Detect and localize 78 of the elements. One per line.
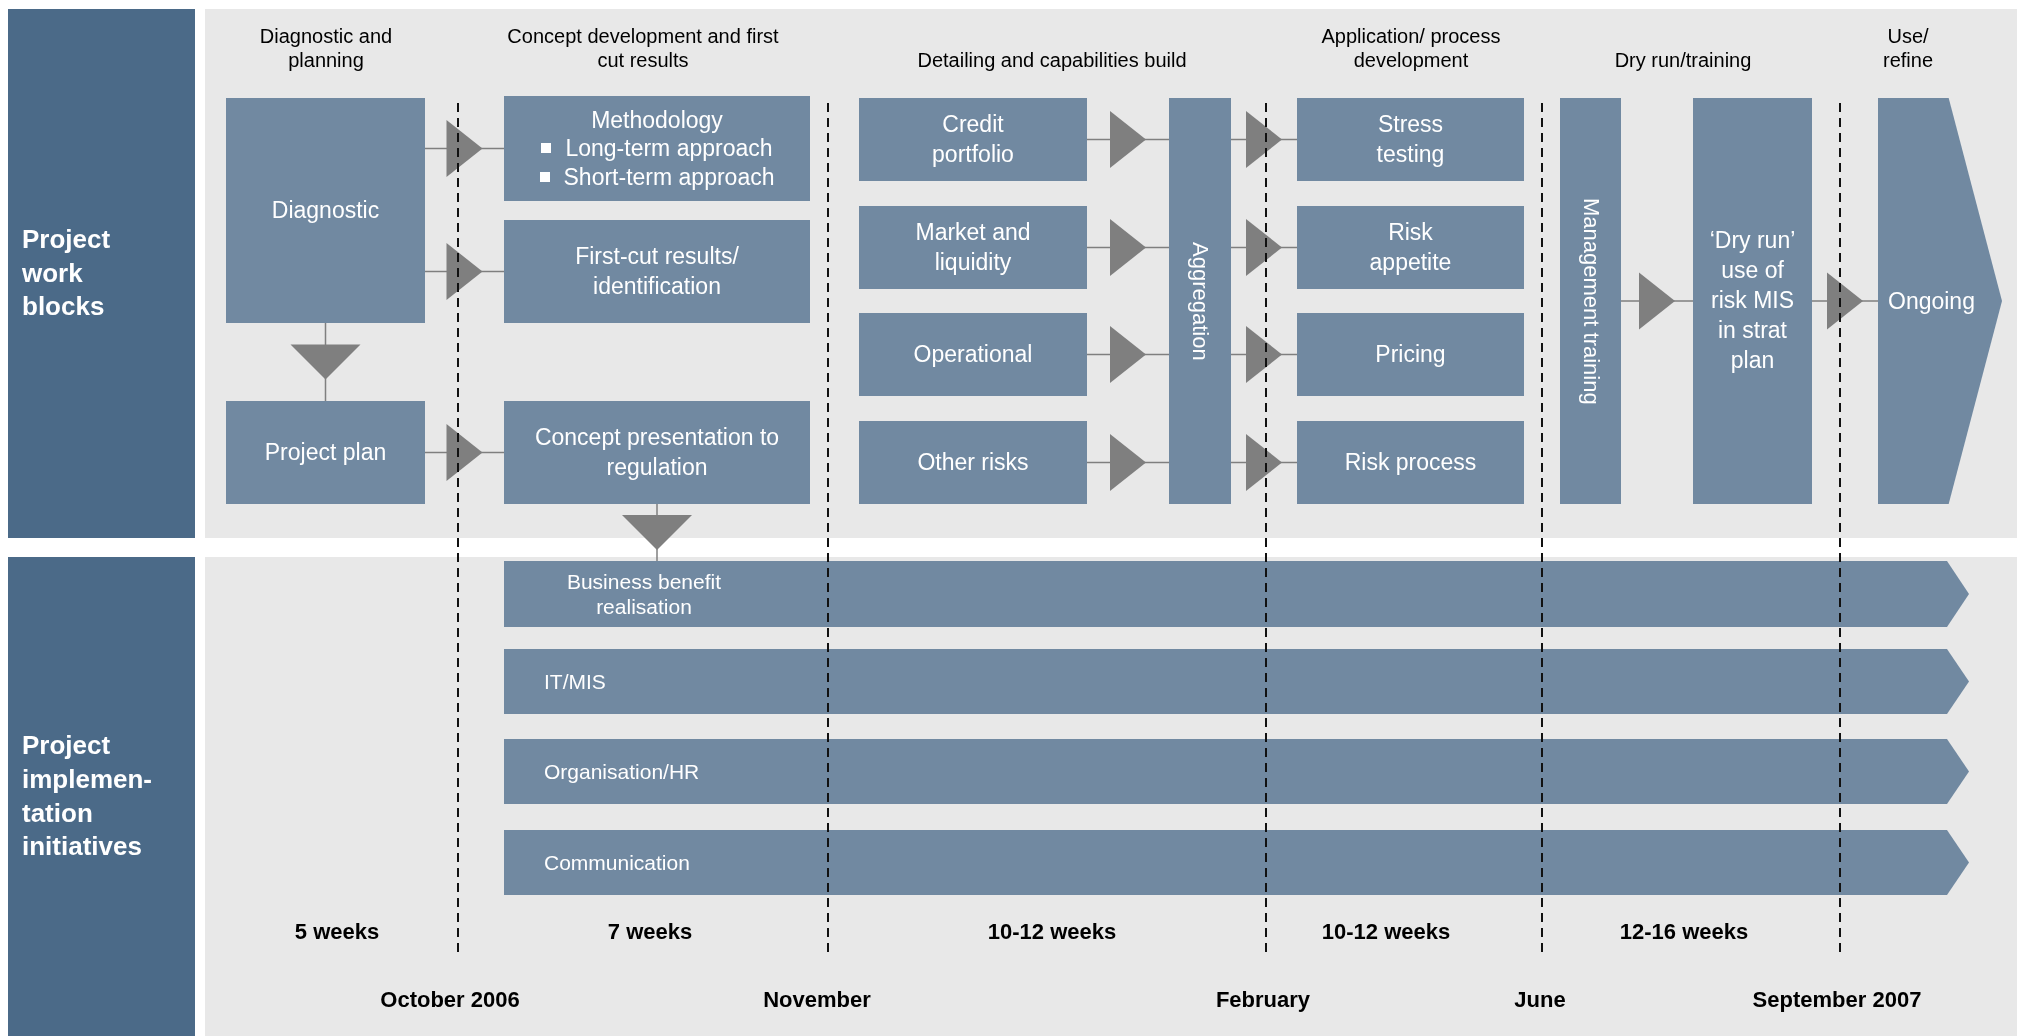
box-label: ‘Dry run’ use of risk MIS in strat plan	[1708, 226, 1797, 375]
process-box	[859, 421, 1087, 504]
arrow	[1230, 111, 1298, 168]
process-box	[1169, 98, 1231, 504]
row-header-label: Project implemen-tation initiatives	[22, 728, 154, 864]
duration-label: 7 weeks	[607, 918, 693, 946]
process-box	[1297, 206, 1524, 289]
phase-heading: Detailing and capabilities build	[917, 48, 1187, 72]
box-label: Pricing	[1375, 339, 1446, 369]
phase-heading: Dry run/training	[1614, 48, 1752, 72]
initiative-arrow-band	[504, 739, 1969, 804]
arrow	[424, 424, 505, 481]
arrow	[1086, 219, 1170, 276]
box-label: Stress testing	[1375, 109, 1446, 169]
box-label: Risk appetite	[1368, 217, 1453, 277]
process-box	[1560, 98, 1621, 504]
initiative-arrow-band	[504, 830, 1969, 895]
box-label: Risk process	[1344, 447, 1477, 477]
phase-heading: Diagnostic and planning	[258, 24, 394, 72]
band-label: Communication	[544, 849, 690, 876]
duration-label: 12-16 weeks	[1619, 918, 1749, 946]
process-box	[859, 98, 1087, 181]
arrow	[622, 503, 692, 562]
month-label: November	[763, 986, 871, 1014]
row-header-band	[8, 9, 195, 538]
process-box	[226, 401, 425, 504]
process-box	[504, 220, 810, 323]
phase-heading: Use/ refine	[1882, 24, 1934, 72]
arrow	[1230, 219, 1298, 276]
process-box	[859, 206, 1087, 289]
band-label: IT/MIS	[544, 668, 606, 695]
box-label: Concept presentation to regulation	[533, 422, 781, 482]
box-label: Other risks	[917, 447, 1029, 477]
process-box	[1297, 421, 1524, 504]
arrow	[290, 322, 361, 402]
arrow	[1811, 272, 1879, 330]
box-label: Operational	[913, 339, 1033, 369]
arrow	[1086, 111, 1170, 168]
month-label: September 2007	[1752, 986, 1922, 1014]
arrow	[1230, 326, 1298, 383]
box-label: First-cut results/ identification	[574, 241, 740, 301]
process-box	[504, 401, 810, 504]
box-label: Ongoing	[1888, 286, 1975, 316]
duration-label: 10-12 weeks	[1321, 918, 1451, 946]
process-box	[1693, 98, 1812, 504]
box-label: Credit portfolio	[931, 109, 1015, 169]
box-label: Aggregation	[1187, 241, 1214, 361]
arrow	[424, 243, 505, 300]
box-label: Diagnostic	[271, 195, 380, 225]
row-header-band	[8, 557, 195, 1036]
arrow	[1620, 272, 1694, 330]
bullet-text: Long-term approach	[565, 134, 773, 163]
bullet-text: Short-term approach	[563, 162, 775, 191]
band-label: Business benefit realisation	[565, 568, 723, 620]
box-label: Market and liquidity	[914, 217, 1032, 277]
phase-heading: Application/ process development	[1320, 24, 1502, 72]
box-label: Management training	[1577, 197, 1604, 405]
process-box	[504, 96, 810, 201]
box-title: Methodology	[591, 106, 723, 135]
arrow	[1230, 434, 1298, 491]
process-box	[226, 98, 425, 323]
box-label: Project plan	[264, 437, 387, 467]
arrow	[1086, 326, 1170, 383]
month-label: October 2006	[380, 986, 520, 1014]
month-label: June	[1514, 986, 1566, 1014]
row-header-label: Project work blocks	[22, 222, 112, 324]
process-box	[859, 313, 1087, 396]
band-label: Organisation/HR	[544, 758, 700, 785]
process-box	[1297, 313, 1524, 396]
arrow	[1086, 434, 1170, 491]
month-label: February	[1215, 986, 1311, 1014]
process-box	[1297, 98, 1524, 181]
arrow	[424, 120, 505, 177]
phase-heading: Concept development and first cut results	[506, 24, 780, 72]
duration-label: 10-12 weeks	[987, 918, 1117, 946]
initiative-arrow-band	[504, 561, 1969, 627]
initiative-arrow-band	[504, 649, 1969, 714]
duration-label: 5 weeks	[294, 918, 380, 946]
